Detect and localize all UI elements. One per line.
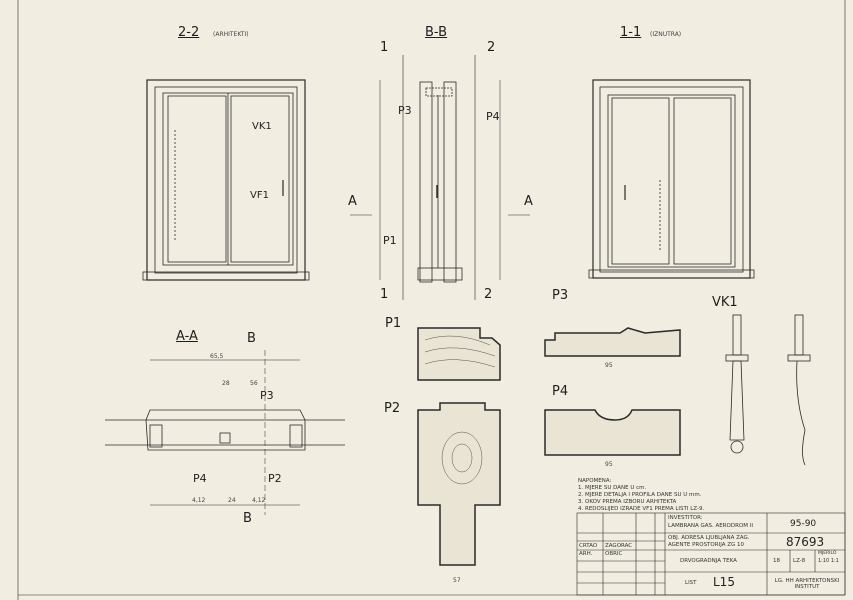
section-mark-b-top: B [247, 331, 256, 346]
view-title-1-1: 1-1 [620, 25, 642, 40]
tb-checked-role: ARH. [579, 551, 593, 557]
label-profile-p3: P3 [552, 288, 569, 303]
view-title-a-a: A-A [176, 329, 198, 344]
section-mark-b-bottom: B [243, 511, 252, 526]
view-title-2-2: 2-2 [178, 25, 200, 40]
label-profile-p4: P4 [552, 384, 569, 399]
dim-p2-width: 57 [453, 577, 461, 584]
view-note-2-2: (ARHITEKTI) [213, 31, 249, 38]
label-profile-p1: P1 [385, 316, 402, 331]
label-p3-aa: P3 [260, 389, 274, 402]
view-note-1-1: (IZNUTRA) [650, 31, 682, 38]
label-p1-bb: P1 [383, 234, 397, 247]
section-mark-a-left: A [348, 194, 357, 209]
dim-aa-4: 24 [228, 497, 236, 504]
label-vk1: VK1 [252, 121, 272, 132]
tb-drawn-name: ZAGORAC [605, 543, 633, 549]
title-block [576, 512, 846, 596]
note-line: 4. REDOSLIJED IZRADE VF1 PREMA LISTI LZ-… [578, 506, 705, 512]
section-b-b [350, 55, 530, 300]
tb-list-number: L15 [713, 575, 735, 589]
hardware-vk1 [725, 314, 811, 466]
label-profile-p2: P2 [384, 401, 401, 416]
profile-p1 [417, 327, 501, 381]
cut-mark-2: 2 [487, 40, 496, 55]
tb-checked-name: OBRIC [605, 551, 623, 557]
tb-project: LAMBRANA GAS. AERODROM II [668, 523, 753, 529]
label-p4-aa: P4 [193, 472, 207, 485]
notes: NAPOMENA: 1. MJERE SU DANE U cm. 2. MJER… [578, 478, 704, 513]
note-line: 2. MJERE DETALJA I PROFILA DANE SU U mm. [578, 492, 702, 498]
tb-desc-1: OBJ. ADRESA LJUBLJANA ZAG. [668, 535, 750, 541]
view-title-b-b: B-B [425, 25, 448, 40]
label-p4-bb: P4 [486, 110, 500, 123]
tb-element: DRVOGRADNJA TEKA [680, 558, 737, 564]
tb-drawn-role: CRTAO [579, 543, 598, 549]
window-elevation-1-1 [588, 79, 755, 279]
window-elevation-2-2 [142, 79, 310, 281]
dim-aa-2: 56 [250, 380, 258, 387]
dim-aa-1: 28 [222, 380, 230, 387]
cut-mark-1-bottom: 1 [380, 287, 389, 302]
profile-p3 [544, 327, 681, 357]
label-vf1: VF1 [250, 190, 269, 201]
dim-aa-0: 65,5 [210, 353, 224, 360]
label-p3-bb: P3 [398, 104, 412, 117]
tb-list-label: LIST [685, 580, 697, 586]
dim-aa-5: 4,12 [252, 497, 266, 504]
tb-desc-2: AGENTE PROSTORIJA ZG 10 [668, 542, 745, 548]
label-hardware-vk1: VK1 [712, 295, 738, 310]
label-p2-aa: P2 [268, 472, 282, 485]
tb-sheet: 18 [773, 558, 780, 564]
section-a-a [105, 350, 345, 515]
note-line: 1. MJERE SU DANE U cm. [578, 485, 647, 491]
cut-mark-2-bottom: 2 [484, 287, 493, 302]
dim-p3-width: 95 [605, 362, 613, 369]
tb-date: 95-90 [790, 519, 817, 529]
dim-p4-width: 95 [605, 461, 613, 468]
section-mark-a-right: A [524, 194, 533, 209]
profile-p4 [544, 409, 681, 456]
profile-p2 [417, 402, 501, 566]
cut-mark-1: 1 [380, 40, 389, 55]
tb-project-label: INVESTITOR: [668, 515, 703, 521]
tb-drawing-number: 87693 [786, 535, 825, 549]
tb-company: LG. HH ARHITEKTONSKI INSTITUT [774, 578, 840, 590]
notes-heading: NAPOMENA: [578, 478, 612, 484]
tb-scale: 1:10 1:1 [818, 558, 839, 564]
note-line: 3. OKOV PREMA IZBORU ARHITEKTA [578, 499, 677, 505]
dim-aa-3: 4,12 [192, 497, 206, 504]
tb-code: LZ-8 [793, 558, 806, 564]
tb-scale-label: MJERILO [818, 551, 837, 556]
